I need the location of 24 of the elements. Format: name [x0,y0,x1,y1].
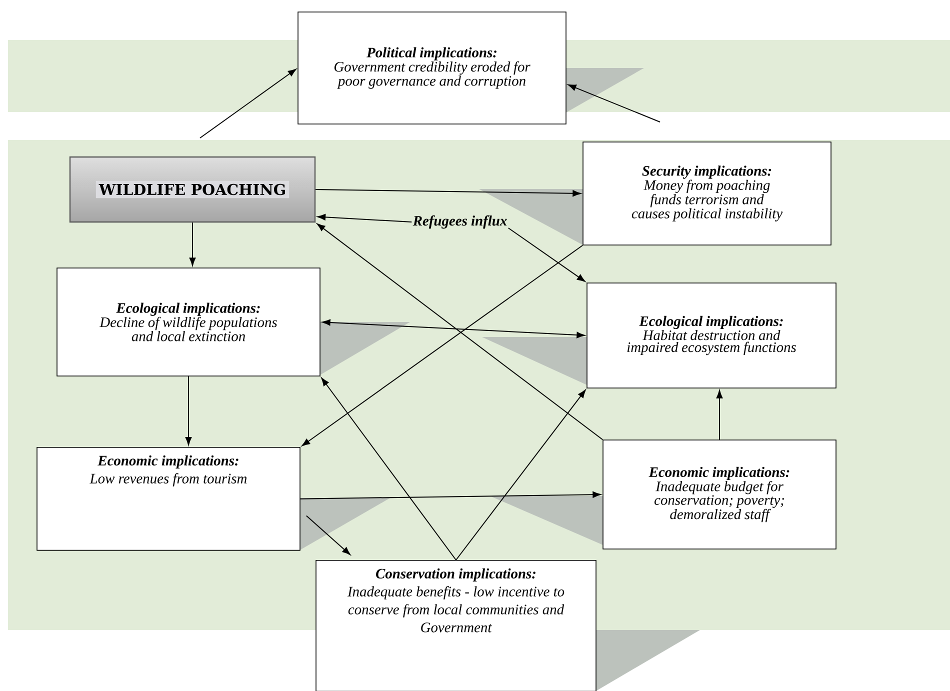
implication-box: Security implications: Money from poaching funds terrorism and causes political instability [582,142,832,246]
arrow [315,189,581,196]
implication-box: Ecological implications: Habitat destruction and impaired ecosystem functions [586,282,836,388]
arrow [306,515,350,556]
arrow [456,390,586,560]
implication-box: Political implications: Government credibility eroded for poor governance and corruption [298,12,566,124]
arrow [508,228,586,282]
arrow [185,376,192,446]
arrow [302,244,584,446]
arrow [321,378,456,560]
arrow [568,84,660,122]
text-label: Refugees influx [412,215,507,229]
arrow [316,223,604,440]
title-box: WILDLIFE POACHING [69,156,316,223]
implication-box: Economic implications: Inadequate budget for conservation; poverty; demoralized staff [602,440,836,550]
arrow [322,319,585,338]
arrow [189,222,196,266]
arrow [200,68,296,138]
implication-box: Conservation implications: Inadequate benefits - low incentive to conserve from local communities and Government [316,560,596,691]
implication-box: Economic implications: Low revenues from tourism [36,447,300,551]
implication-box: Ecological implications: Decline of wildlife populations and local extinction [56,268,320,376]
arrow [716,390,723,440]
arrow [317,214,412,222]
arrow [300,491,601,500]
